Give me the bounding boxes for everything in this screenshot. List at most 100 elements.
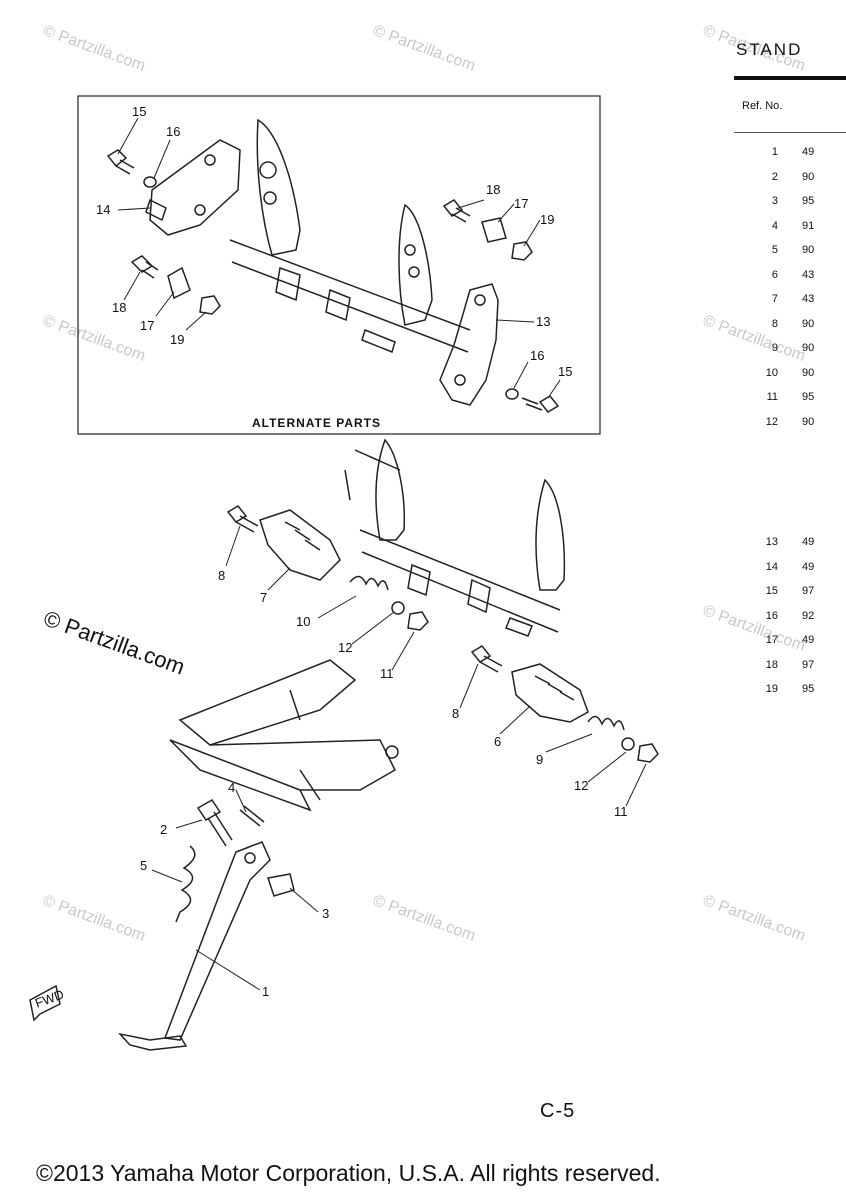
ref-number: 16 xyxy=(765,609,778,622)
part-number: 90 xyxy=(802,317,815,330)
callout-16: 16 xyxy=(166,124,180,139)
bracket-13 xyxy=(439,283,499,406)
callout-12: 12 xyxy=(338,640,352,655)
title-divider xyxy=(734,76,846,80)
copyright-notice: ©2013 Yamaha Motor Corporation, U.S.A. A… xyxy=(36,1160,661,1186)
part-number: 90 xyxy=(802,342,815,354)
ref-number: 19 xyxy=(765,683,778,695)
part-number: 49 xyxy=(802,146,815,158)
part-number: 49 xyxy=(802,560,815,573)
alternate-parts-box xyxy=(77,95,601,435)
ref-number: 5 xyxy=(771,244,778,256)
ref-number: 3 xyxy=(771,195,778,207)
callout-11: 11 xyxy=(614,804,628,819)
frame-lower xyxy=(344,438,566,637)
ref-number: 11 xyxy=(766,391,778,403)
part-number: 95 xyxy=(802,195,815,207)
ref-number: 7 xyxy=(771,293,778,305)
part-number: 90 xyxy=(802,415,815,428)
ref-number: 1 xyxy=(771,146,778,158)
callout-11: 11 xyxy=(380,666,394,681)
part-number: 90 xyxy=(802,244,815,256)
ref-number: 10 xyxy=(765,366,778,379)
callout-18: 18 xyxy=(112,300,126,315)
cotter-pin-4 xyxy=(239,805,265,827)
washer-16 xyxy=(143,176,157,188)
callout-6: 6 xyxy=(494,734,501,749)
part-number: 97 xyxy=(802,658,815,671)
callout-16: 16 xyxy=(530,348,544,363)
clamp-17 xyxy=(481,217,507,243)
callout-9: 9 xyxy=(536,752,543,767)
ref-number: 12 xyxy=(765,415,778,428)
spring-5 xyxy=(175,845,196,923)
bolt-8 xyxy=(470,645,503,673)
ref-number: 13 xyxy=(765,536,778,548)
part-number: 95 xyxy=(802,391,815,403)
callout-14: 14 xyxy=(96,202,110,217)
clamp-17 xyxy=(167,266,191,300)
callout-17: 17 xyxy=(514,196,528,211)
fwd-arrow-icon: FWD xyxy=(29,984,66,1022)
footrest-7 xyxy=(259,509,341,581)
callout-2: 2 xyxy=(160,822,167,837)
nut-11 xyxy=(407,611,429,631)
page-number: C-5 xyxy=(540,1100,576,1122)
rubber-3 xyxy=(267,873,295,897)
callout-3: 3 xyxy=(322,906,329,921)
nut-19 xyxy=(199,295,221,315)
ref-number: 15 xyxy=(765,585,778,597)
washer-12 xyxy=(391,601,405,615)
callout-15: 15 xyxy=(558,364,572,379)
frame-upper xyxy=(229,118,471,354)
part-number: 49 xyxy=(802,634,815,646)
part-number: 91 xyxy=(802,219,815,232)
alternate-parts-label: ALTERNATE PARTS xyxy=(252,416,381,430)
part-number: 90 xyxy=(802,170,815,183)
part-number: 90 xyxy=(802,366,815,379)
nut-11 xyxy=(637,743,659,763)
washer-16 xyxy=(505,388,519,400)
bolt-18 xyxy=(130,255,159,279)
leader-lines xyxy=(117,117,647,991)
ref-number: 18 xyxy=(765,658,778,671)
ref-number: 4 xyxy=(771,219,778,232)
bolt-18 xyxy=(442,199,471,223)
callout-19: 19 xyxy=(540,212,554,227)
callout-1: 1 xyxy=(262,984,269,999)
ref-number: 14 xyxy=(765,560,778,573)
fwd-label: FWD xyxy=(33,987,66,1011)
bracket-14 xyxy=(145,139,241,236)
bolt-8 xyxy=(226,505,259,533)
side-stand-1 xyxy=(117,841,271,1051)
callout-7: 7 xyxy=(260,590,267,605)
ref-number: 6 xyxy=(771,268,778,281)
part-number: 95 xyxy=(802,683,815,695)
section-title: STAND xyxy=(736,40,803,59)
table-header-divider xyxy=(734,132,846,133)
bolt-15 xyxy=(521,395,560,413)
callout-19: 19 xyxy=(170,332,184,347)
ref-number: 9 xyxy=(771,342,778,354)
ref-number: 2 xyxy=(771,170,778,183)
table-header-ref-no: Ref. No. xyxy=(742,100,783,112)
washer-12 xyxy=(621,737,635,751)
bolt-15 xyxy=(106,149,135,175)
callout-13: 13 xyxy=(536,314,550,329)
callout-5: 5 xyxy=(140,858,147,873)
part-number: 43 xyxy=(802,268,815,281)
ref-number: 17 xyxy=(765,634,778,646)
callout-18: 18 xyxy=(486,182,500,197)
callout-17: 17 xyxy=(140,318,154,333)
nut-19 xyxy=(511,241,533,261)
ref-number: 8 xyxy=(771,317,778,330)
callout-4: 4 xyxy=(228,780,235,795)
part-number: 49 xyxy=(802,536,815,548)
callout-12: 12 xyxy=(574,778,588,793)
footrest-6 xyxy=(511,663,589,723)
part-number: 92 xyxy=(802,609,815,622)
part-number: 43 xyxy=(802,293,815,305)
callout-10: 10 xyxy=(296,614,310,629)
spring-10 xyxy=(349,575,389,591)
